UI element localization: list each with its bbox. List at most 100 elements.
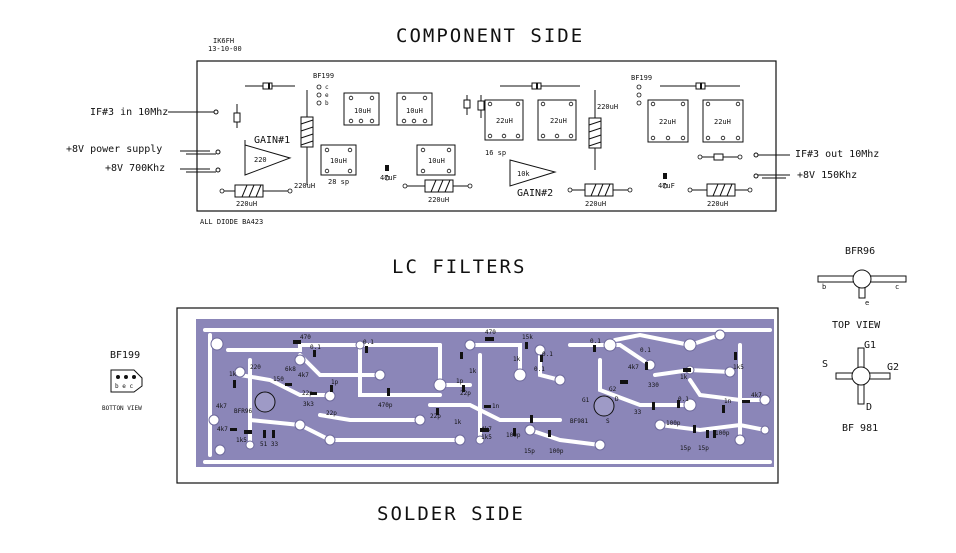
tr-10uh-3: 10uH <box>330 157 347 165</box>
sp28-label: 28 sp <box>328 178 350 186</box>
tr-10uh-2: 10uH <box>406 107 423 115</box>
bfr96-pin-b: b <box>822 283 827 291</box>
solder-470p: 470p <box>378 402 393 409</box>
sp16-label: 16 sp <box>485 149 507 157</box>
solder-22p-d: 22p <box>430 413 441 420</box>
solder-01d: 0.1 <box>590 338 601 345</box>
bf199-bottom-title: BF199 <box>110 350 141 361</box>
solder-1p-b: 1p <box>456 378 464 385</box>
power-supply-label: +8V power supply <box>66 144 163 155</box>
gain2-label: GAIN#2 <box>517 188 554 199</box>
bf981-title: BF 981 <box>842 423 879 434</box>
bf199-right-label: BF199 <box>631 74 653 82</box>
solder-1n-b: 1n <box>724 398 732 405</box>
bf199-pin-letters: b e c <box>115 383 134 390</box>
solder-15p-a: 15p <box>524 448 535 455</box>
diode-note: ALL DIODE BA423 <box>200 218 264 226</box>
cap-47uf-2: 47uF <box>658 182 675 190</box>
bfr96-pin-c: c <box>895 283 900 291</box>
solder-100p-d: 100p <box>715 430 730 437</box>
solder-4k7b: 4k7 <box>216 403 227 410</box>
solder-01b: 0.1 <box>363 339 374 346</box>
bf981-pin-d: D <box>866 402 873 413</box>
top-view-label: TOP VIEW <box>832 320 881 331</box>
bf981-pin-s: S <box>822 359 829 370</box>
solder-1k-b: 1k <box>454 419 462 426</box>
coil-220uh-5: 220uH <box>585 200 607 208</box>
solder-22p-b: 22p <box>326 410 337 417</box>
solder-220: 220 <box>250 364 261 371</box>
solder-1k5c: 1k5 <box>733 364 744 371</box>
tri2-value: 10k <box>517 170 530 178</box>
coil-220uh-6: 220uH <box>707 200 729 208</box>
solder-3k3: 3k3 <box>303 401 314 408</box>
solder-6k8: 6k8 <box>285 366 296 373</box>
coil-220uh-2: 220uH <box>236 200 258 208</box>
bfr96-pin-e: e <box>865 299 870 307</box>
solder-bf981: BF981 <box>570 418 589 425</box>
solder-01e: 0.1 <box>534 366 545 373</box>
solder-d: D <box>615 396 619 403</box>
if3-in-label: IF#3 in 10Mhz <box>90 107 169 118</box>
coil-220uh-4: 220uH <box>597 103 619 111</box>
tr-22uh-4: 22uH <box>714 118 731 126</box>
bfr96-title: BFR96 <box>845 246 876 257</box>
solder-4k7a: 4k7 <box>298 372 309 379</box>
solder-15p-c: 15p <box>698 445 709 452</box>
solder-15p-b: 15p <box>680 445 691 452</box>
solder-bfr96: BFR96 <box>234 408 253 415</box>
bfr96-symbol <box>817 269 907 299</box>
solder-100p-a: 100p <box>506 432 521 439</box>
solder-g2: G2 <box>609 386 617 393</box>
solder-01c: 0.1 <box>542 351 553 358</box>
coil-220uh-1: 220uH <box>294 182 316 190</box>
coil-220uh-3: 220uH <box>428 196 450 204</box>
solder-1k-d: 1k <box>680 374 688 381</box>
solder-100p-c: 100p <box>666 420 681 427</box>
solder-1k-c: 1k <box>469 368 477 375</box>
solder-330: 330 <box>648 382 659 389</box>
if3-out-label: IF#3 out 10Mhz <box>795 149 880 160</box>
solder-150: 150 <box>273 376 284 383</box>
bf981-pin-g2: G2 <box>887 362 900 373</box>
tr-22uh-1: 22uH <box>496 117 513 125</box>
tri1-value: 220 <box>254 156 267 164</box>
gain1-label: GAIN#1 <box>254 135 291 146</box>
solder-1k: 1k <box>513 356 521 363</box>
solder-5133: 51 33 <box>260 441 279 448</box>
solder-s: S <box>606 418 610 425</box>
bf199-bottom-symbol <box>110 369 143 393</box>
bottom-view-label: BOTTON VIEW <box>102 405 142 412</box>
solder-01a: 0.1 <box>310 344 321 351</box>
tr-10uh-1: 10uH <box>354 107 371 115</box>
bf199-left-label: BF199 <box>313 72 335 80</box>
solder-33: 33 <box>634 409 642 416</box>
solder-22p-a: 22p <box>302 390 313 397</box>
bf199-pin-c: c <box>325 84 329 91</box>
solder-01f: 0.1 <box>640 347 651 354</box>
solder-100p-b: 100p <box>549 448 564 455</box>
v8-700-label: +8V 700Khz <box>105 163 166 174</box>
lc-filters-title: LC FILTERS <box>392 256 527 278</box>
solder-01g: 0.1 <box>678 396 689 403</box>
transistor-pinouts <box>817 269 907 405</box>
solder-4k7d: 4k7 <box>481 426 492 433</box>
solder-15k: 15k <box>522 334 533 341</box>
solder-470a: 470 <box>300 334 311 341</box>
solder-4k7f: 4k7 <box>751 392 762 399</box>
bf199-pin-b: b <box>325 100 329 107</box>
date-note: 13-10-00 <box>208 45 242 53</box>
solder-side-title: SOLDER SIDE <box>377 503 525 525</box>
solder-1n: 1n <box>492 403 500 410</box>
solder-1p: 1p <box>331 379 339 386</box>
v8-150-label: +8V 150Khz <box>797 170 858 181</box>
solder-4k7c: 4k7 <box>217 426 228 433</box>
solder-g1: G1 <box>582 397 590 404</box>
author-note: IK6FH <box>213 37 235 45</box>
bf981-symbol <box>835 347 891 405</box>
tr-22uh-2: 22uH <box>550 117 567 125</box>
tr-10uh-4: 10uH <box>428 157 445 165</box>
solder-22p-c: 22p <box>460 390 471 397</box>
